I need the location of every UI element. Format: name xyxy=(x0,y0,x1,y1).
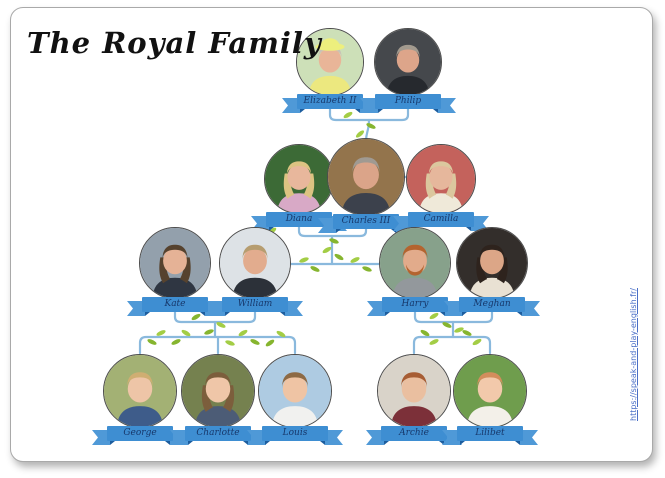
person-name-label: Charlotte xyxy=(196,428,240,438)
name-ribbon: William xyxy=(207,296,303,316)
person-kate: Kate xyxy=(125,227,225,316)
person-charles-iii: Charles III xyxy=(316,138,416,233)
name-ribbon: Meghan xyxy=(444,296,540,316)
photo-meghan xyxy=(456,227,528,299)
person-name-label: Harry xyxy=(401,299,429,309)
person-charlotte: Charlotte xyxy=(168,354,268,445)
name-ribbon: Diana xyxy=(251,211,347,231)
person-harry: Harry xyxy=(365,227,465,316)
person-elizabeth-ii: Elizabeth II xyxy=(280,28,380,113)
name-ribbon: Louis xyxy=(247,425,343,445)
photo-george xyxy=(103,354,177,428)
name-ribbon: Lilibet xyxy=(442,425,538,445)
person-name-label: George xyxy=(123,428,157,438)
person-william: William xyxy=(205,227,305,316)
name-ribbon: Elizabeth II xyxy=(282,93,378,113)
person-camilla: Camilla xyxy=(391,144,491,231)
name-ribbon: Archie xyxy=(366,425,462,445)
person-name-label: Archie xyxy=(399,428,429,438)
photo-philip xyxy=(374,28,442,96)
person-name-label: Philip xyxy=(394,96,422,106)
portrait-avatar-icon xyxy=(220,228,290,298)
person-lilibet: Lilibet xyxy=(440,354,540,445)
name-ribbon: Kate xyxy=(127,296,223,316)
portrait-avatar-icon xyxy=(182,355,254,427)
name-ribbon: Charles III xyxy=(318,213,414,233)
page-title: The Royal Family xyxy=(27,26,322,60)
portrait-avatar-icon xyxy=(457,228,527,298)
person-philip: Philip xyxy=(358,28,458,113)
portrait-avatar-icon xyxy=(259,355,331,427)
photo-camilla xyxy=(406,144,476,214)
person-name-label: Meghan xyxy=(473,299,511,309)
portrait-avatar-icon xyxy=(454,355,526,427)
photo-archie xyxy=(377,354,451,428)
photo-kate xyxy=(139,227,211,299)
person-name-label: Elizabeth II xyxy=(303,96,357,106)
portrait-avatar-icon xyxy=(407,145,475,213)
person-name-label: Diana xyxy=(285,214,313,224)
person-name-label: Kate xyxy=(164,299,186,309)
portrait-avatar-icon xyxy=(375,29,441,95)
person-archie: Archie xyxy=(364,354,464,445)
photo-louis xyxy=(258,354,332,428)
person-george: George xyxy=(90,354,190,445)
person-name-label: Camilla xyxy=(423,214,459,224)
name-ribbon: Harry xyxy=(367,296,463,316)
person-name-label: William xyxy=(237,299,273,309)
portrait-avatar-icon xyxy=(380,228,450,298)
name-ribbon: Charlotte xyxy=(170,425,266,445)
person-louis: Louis xyxy=(245,354,345,445)
person-meghan: Meghan xyxy=(442,227,542,316)
name-ribbon: Camilla xyxy=(393,211,489,231)
source-website-link[interactable]: https://speak-and-play-english.fr/ xyxy=(629,288,638,421)
name-ribbon: Philip xyxy=(360,93,456,113)
photo-harry xyxy=(379,227,451,299)
name-ribbon: George xyxy=(92,425,188,445)
photo-charles-iii xyxy=(327,138,405,216)
portrait-avatar-icon xyxy=(104,355,176,427)
photo-william xyxy=(219,227,291,299)
portrait-avatar-icon xyxy=(140,228,210,298)
photo-lilibet xyxy=(453,354,527,428)
person-name-label: Lilibet xyxy=(475,428,505,438)
person-diana: Diana xyxy=(249,144,349,231)
person-name-label: Charles III xyxy=(341,216,391,226)
person-name-label: Louis xyxy=(282,428,308,438)
photo-diana xyxy=(264,144,334,214)
photo-charlotte xyxy=(181,354,255,428)
